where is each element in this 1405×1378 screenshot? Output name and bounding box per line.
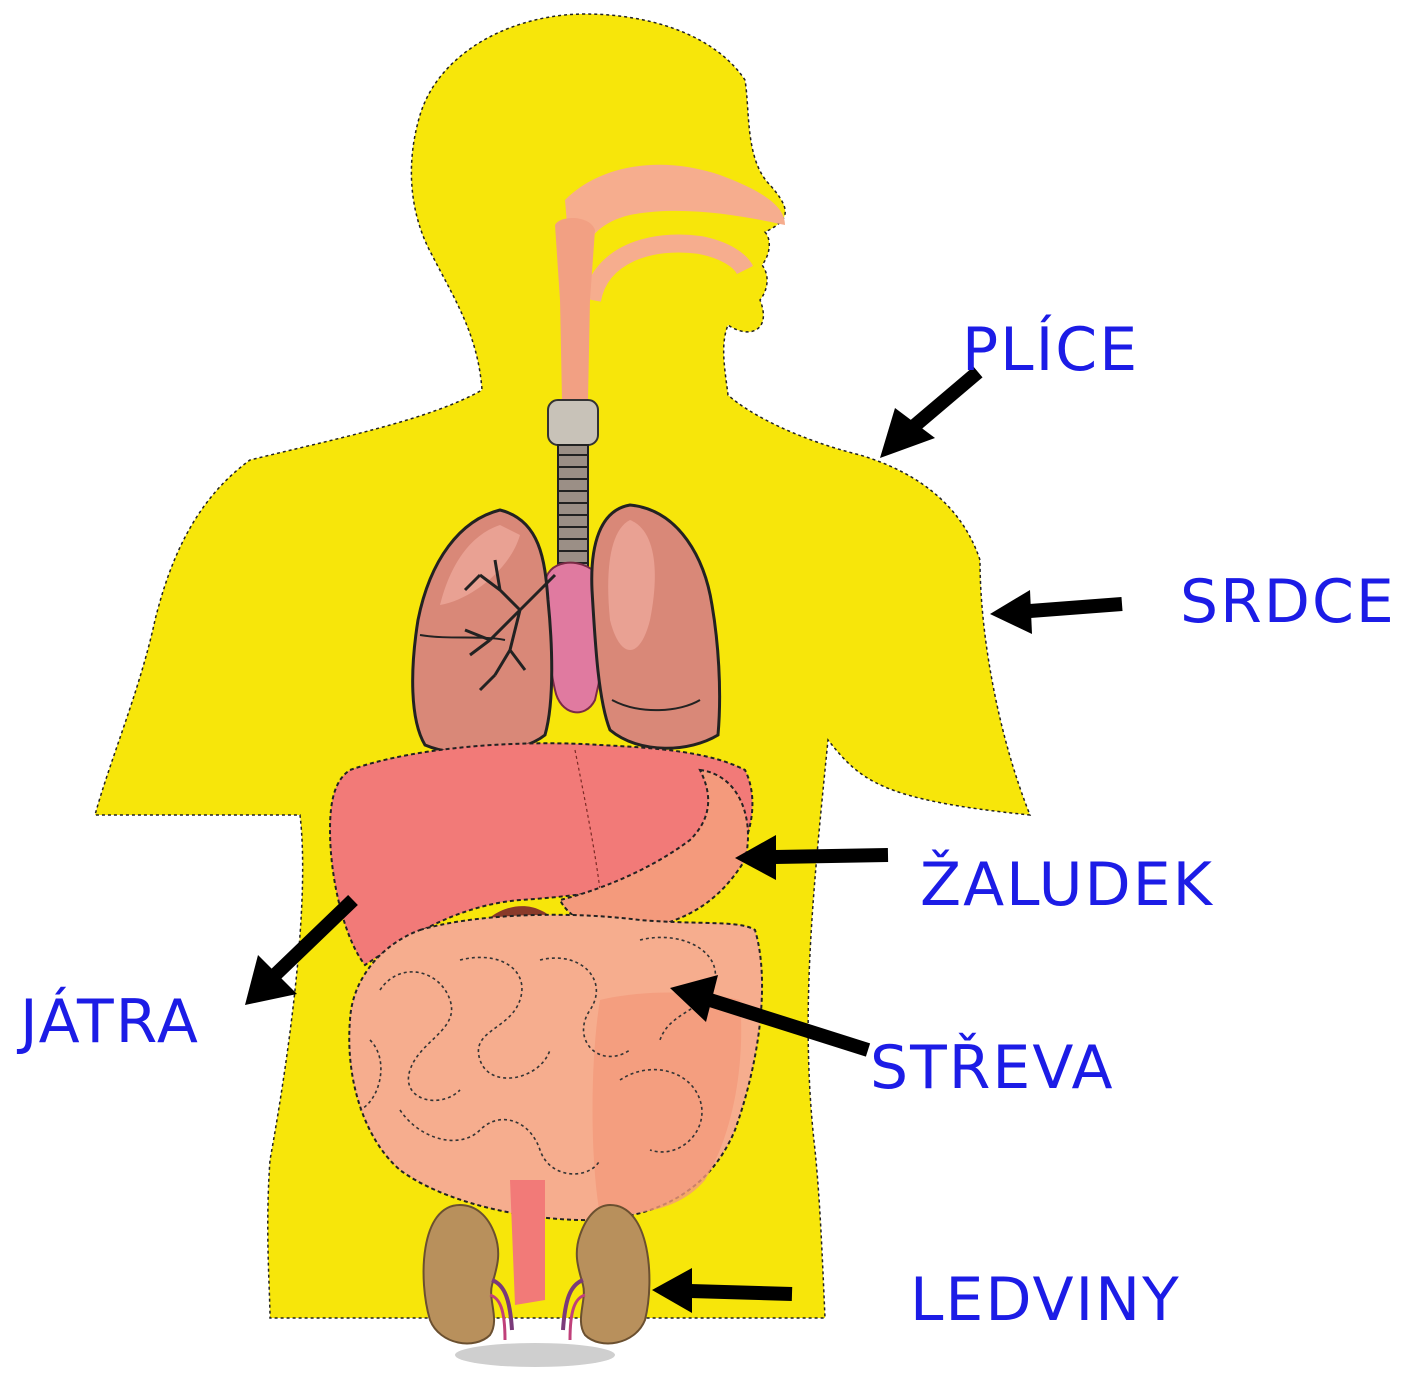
larynx bbox=[548, 400, 598, 445]
pelvis-shadow bbox=[455, 1343, 615, 1367]
label-stomach: ŽALUDEK bbox=[920, 848, 1214, 920]
left-kidney bbox=[424, 1205, 499, 1343]
label-heart: SRDCE bbox=[1180, 567, 1396, 637]
trachea bbox=[558, 445, 588, 575]
arrow-heart bbox=[990, 590, 1122, 634]
right-kidney bbox=[577, 1205, 650, 1343]
label-liver: JÁTRA bbox=[16, 986, 200, 1057]
rectum bbox=[510, 1180, 545, 1305]
label-lungs: PLÍCE bbox=[962, 313, 1139, 385]
label-kidneys: LEDVINY bbox=[910, 1265, 1181, 1335]
label-intestines: STŘEVA bbox=[870, 1032, 1115, 1103]
